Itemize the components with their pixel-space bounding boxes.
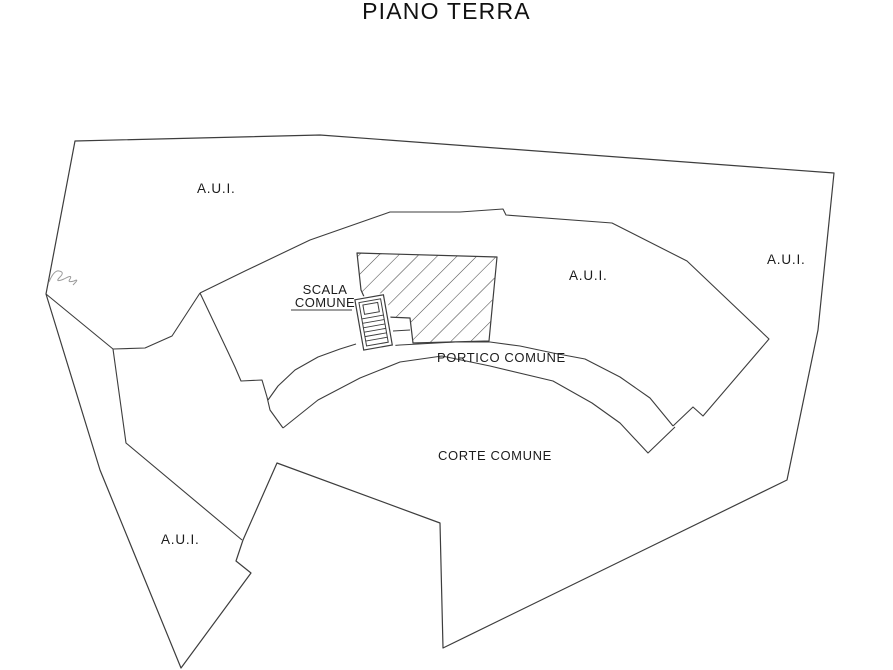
division-line-scala-west xyxy=(199,292,284,429)
label-scala-line1: SCALA xyxy=(302,282,348,297)
label-aui-center: A.U.I. xyxy=(569,268,608,283)
label-aui-top-left: A.U.I. xyxy=(197,181,236,196)
label-scala-line2: COMUNE xyxy=(294,295,356,310)
lot-outer-boundary xyxy=(45,134,835,669)
portico-upper-line-west xyxy=(267,343,357,401)
division-line-topleft-aui xyxy=(45,292,243,541)
label-scala-comune: SCALA COMUNE xyxy=(286,283,364,309)
label-aui-bottom-left: A.U.I. xyxy=(161,532,200,547)
staircase-symbol xyxy=(351,292,396,353)
portico-upper-line-east xyxy=(374,341,674,427)
division-line-central-strip xyxy=(199,208,770,427)
portico-lower-line xyxy=(282,355,676,454)
signature-scribble xyxy=(48,270,78,286)
label-portico-comune: PORTICO COMUNE xyxy=(437,350,566,365)
page-title: PIANO TERRA xyxy=(362,0,531,24)
label-corte-comune: CORTE COMUNE xyxy=(438,448,552,463)
label-aui-right: A.U.I. xyxy=(767,252,806,267)
stair-building-connector-line xyxy=(392,329,411,332)
